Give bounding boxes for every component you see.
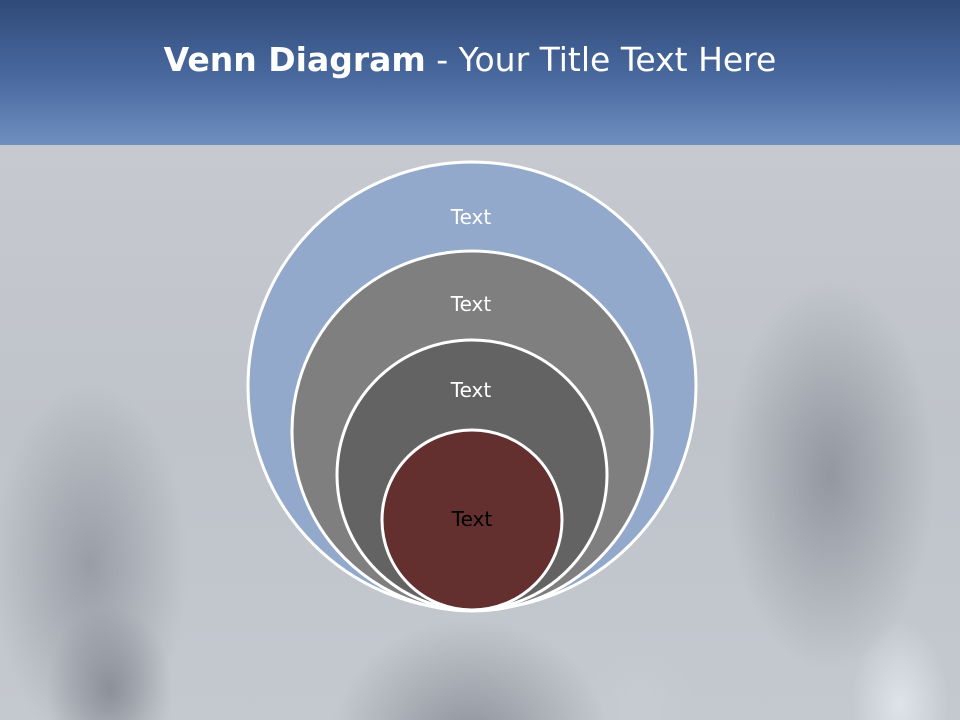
slide-title-bold: Venn Diagram bbox=[163, 40, 426, 79]
inner-circle-label: Text bbox=[451, 507, 493, 531]
slide-title: Venn Diagram - Your Title Text Here bbox=[0, 40, 940, 79]
outer-circle-label: Text bbox=[450, 205, 492, 229]
title-banner: Venn Diagram - Your Title Text Here bbox=[0, 0, 960, 145]
slide-title-rest: - Your Title Text Here bbox=[425, 40, 777, 79]
inner-circle[interactable] bbox=[380, 428, 564, 612]
third-circle-label: Text bbox=[450, 378, 492, 402]
second-circle-label: Text bbox=[450, 292, 492, 316]
